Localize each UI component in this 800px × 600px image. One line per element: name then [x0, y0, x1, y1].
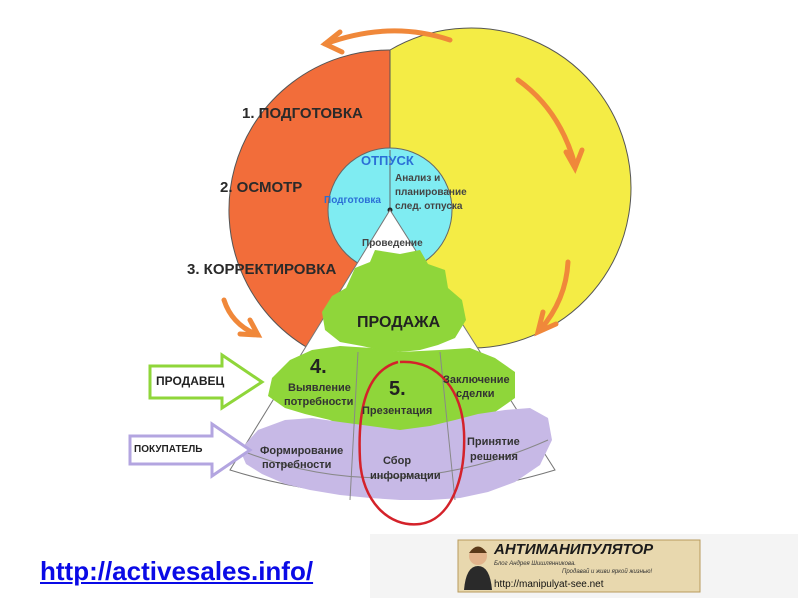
- seller-green-band: [268, 346, 515, 442]
- decision-line1: Принятие: [467, 436, 520, 448]
- close-line1: Заключение: [443, 374, 510, 386]
- avatar-body: [464, 566, 492, 590]
- arrow-right-low: [537, 259, 571, 333]
- buyer-arrow: [128, 421, 253, 479]
- seller-label: ПРОДАВЕЦ: [156, 374, 225, 388]
- decision-line2: решения: [470, 451, 518, 463]
- step4-line1: Выявление: [288, 382, 351, 394]
- arrow-left-head: [237, 317, 263, 338]
- banner-subtitle-1: Блог Андрея Шишлянникова.: [494, 561, 576, 567]
- activesales-link[interactable]: http://activesales.info/: [40, 556, 314, 586]
- stage-inspect-label: 2. ОСМОТР: [220, 179, 303, 196]
- highlight-circle: [358, 360, 466, 526]
- sale-label: ПРОДАЖА: [357, 314, 441, 331]
- form-line1: Формирование: [260, 445, 344, 457]
- step4-number: 4.: [310, 356, 327, 378]
- arrow-right-head: [563, 147, 585, 174]
- avatar-hair: [469, 546, 487, 553]
- step4-line2: потребности: [284, 396, 354, 408]
- arrow-top: [322, 28, 453, 47]
- inner-analysis-line2: планирование: [395, 187, 467, 198]
- banner-title: АНТИМАНИПУЛЯТОР: [494, 541, 654, 558]
- inner-conduct-label: Проведение: [362, 238, 423, 249]
- step5-number: 5.: [389, 378, 406, 400]
- arrow-right-low-head: [534, 309, 559, 337]
- form-line2: потребности: [262, 459, 332, 471]
- arrow-right: [515, 77, 578, 168]
- sale-green-shape: [322, 250, 466, 352]
- buyer-lavender-band: [240, 408, 552, 500]
- outer-orange-half: [228, 49, 391, 349]
- banner-subtitle-2: Продавай и живи яркой жизнью!: [562, 569, 653, 575]
- collect-line2: информации: [370, 470, 441, 482]
- banner-url[interactable]: http://manipulyat-see.net: [494, 579, 604, 590]
- cycle-arrows: [221, 28, 585, 338]
- seller-arrow: [148, 352, 265, 411]
- collect-line1: Сбор: [383, 455, 412, 467]
- inner-prep-label: Подготовка: [324, 195, 381, 206]
- buyer-label: ПОКУПАТЕЛЬ: [134, 444, 203, 455]
- stage-prep-label: 1. ПОДГОТОВКА: [242, 105, 363, 122]
- close-line2: сделки: [456, 388, 495, 400]
- wedge-arc: [239, 439, 549, 479]
- inner-analysis-line1: Анализ и: [395, 173, 441, 184]
- wedge-line-left: [349, 351, 359, 501]
- stage-adjust-label: 3. КОРРЕКТИРОВКА: [187, 261, 337, 278]
- banner-frame: [370, 534, 798, 598]
- step5-label: Презентация: [362, 405, 433, 417]
- inner-title: ОТПУСК: [361, 153, 414, 168]
- inner-analysis-line3: след. отпуска: [395, 201, 463, 212]
- arrow-top-head: [320, 29, 345, 55]
